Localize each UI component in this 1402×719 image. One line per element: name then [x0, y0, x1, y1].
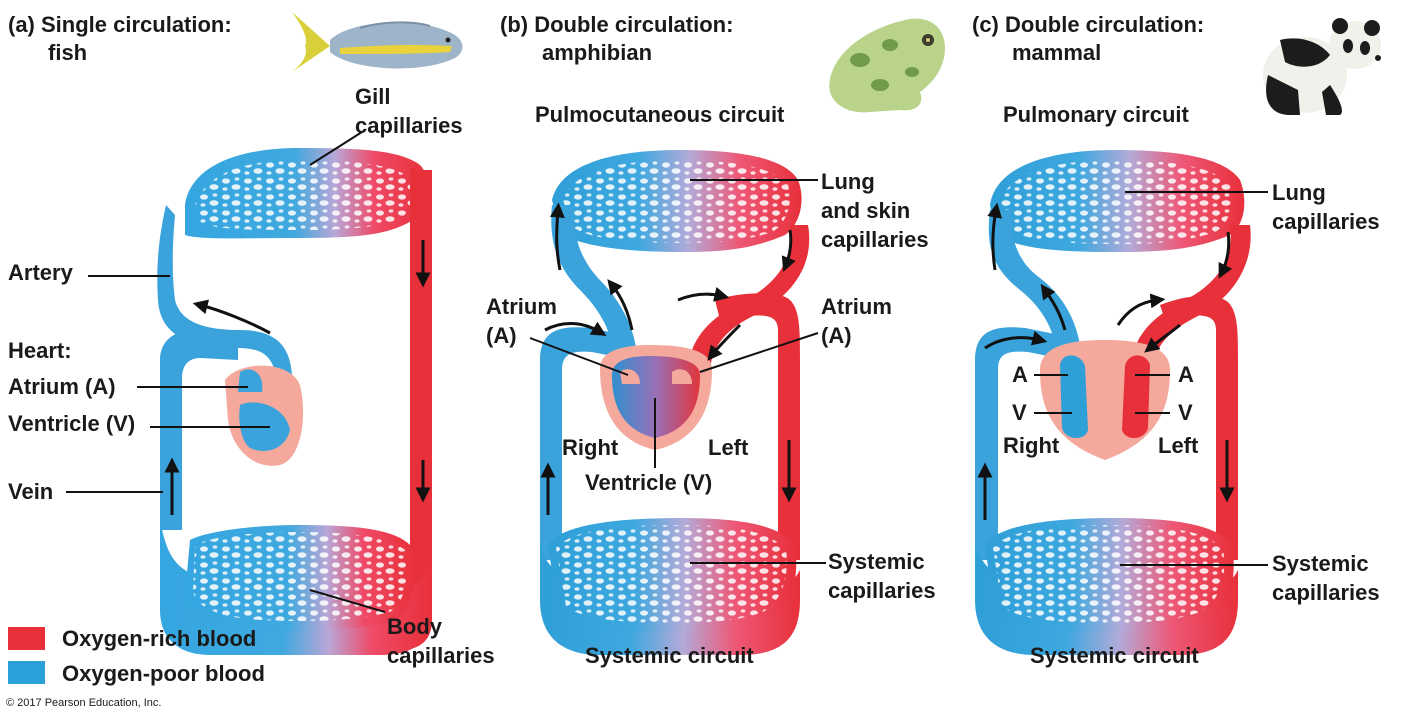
atrium-label: Atrium (A) — [8, 374, 116, 399]
panel-a-title-line2: fish — [48, 40, 88, 65]
right-label: Right — [562, 435, 619, 460]
fish-vein — [160, 330, 238, 530]
body-capillaries-label: Body capillaries — [387, 614, 495, 668]
systemic-capillaries-label-c: Systemic capillaries — [1272, 551, 1380, 605]
left-label: Left — [708, 435, 749, 460]
a-right-label: A — [1178, 362, 1194, 387]
panda-icon — [1263, 18, 1381, 115]
atrium-right-label: Atrium (A) — [821, 294, 892, 348]
fish-circulation — [66, 131, 432, 655]
right-label-c: Right — [1003, 433, 1060, 458]
panel-b-title-line2: amphibian — [542, 40, 653, 65]
lung-capillaries-label: Lung capillaries — [1272, 180, 1380, 234]
artery-label: Artery — [8, 260, 73, 285]
panel-b-title-line1: (b) Double circulation: — [500, 12, 734, 37]
lung-skin-capillaries-label: Lung and skin capillaries — [821, 169, 929, 252]
systemic-circuit-label-b: Systemic circuit — [585, 643, 754, 668]
v-left-label: V — [1012, 400, 1027, 425]
legend-swatch-poor — [8, 661, 45, 684]
left-label-c: Left — [1158, 433, 1199, 458]
panel-c-title-line2: mammal — [1012, 40, 1102, 65]
mammal-heart — [1040, 340, 1170, 460]
systemic-capillaries-label-b: Systemic capillaries — [828, 549, 936, 603]
panel-c-title-line1: (c) Double circulation: — [972, 12, 1205, 37]
pulmocutaneous-circuit-label: Pulmocutaneous circuit — [535, 102, 785, 127]
vein-label: Vein — [8, 479, 54, 504]
legend-rich-label: Oxygen-rich blood — [62, 626, 257, 651]
amphibian-circulation — [529, 150, 826, 655]
copyright: © 2017 Pearson Education, Inc. — [6, 697, 162, 709]
panel-a-title-line1: (a) Single circulation: — [8, 12, 232, 37]
frog-icon — [829, 18, 945, 113]
gill-capillaries-label: Gill capillaries — [355, 84, 463, 138]
pulmonary-circuit-label: Pulmonary circuit — [1003, 102, 1189, 127]
v-right-label: V — [1178, 400, 1193, 425]
heart-label: Heart: — [8, 338, 72, 363]
ventricle-label: Ventricle (V) — [8, 411, 136, 436]
fish-icon — [292, 12, 463, 72]
a-left-label: A — [1012, 362, 1028, 387]
mammal-circulation — [975, 150, 1268, 655]
ventricle-label-b: Ventricle (V) — [585, 470, 713, 495]
legend-swatch-rich — [8, 627, 45, 650]
systemic-circuit-label-c: Systemic circuit — [1030, 643, 1199, 668]
legend-poor-label: Oxygen-poor blood — [62, 661, 265, 686]
atrium-left-label: Atrium (A) — [486, 294, 557, 348]
